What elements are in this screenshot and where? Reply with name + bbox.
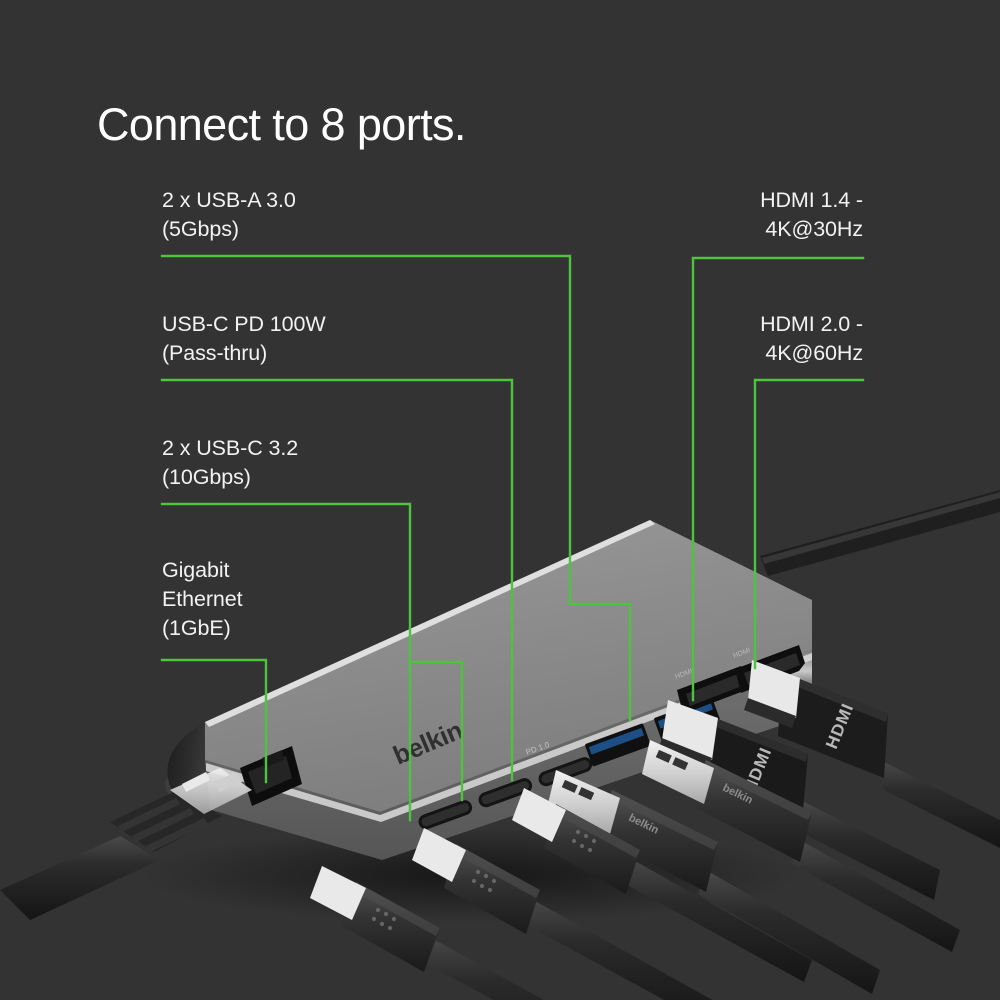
leader-hdmi-14 (691, 256, 865, 702)
leader-ethernet (160, 658, 268, 784)
leader-usb-c-pd (160, 378, 514, 782)
product-photo: belkin (0, 490, 1000, 1000)
callout-usb-a-detail: (5Gbps) (162, 217, 239, 241)
callout-usb-c-pd-detail: (Pass-thru) (162, 341, 268, 365)
callout-hdmi-20-detail: 4K@60Hz (765, 341, 863, 365)
leader-usb-c-b (408, 660, 464, 802)
callout-hdmi-20-title: HDMI 2.0 - (760, 312, 863, 336)
callout-usb-c-pd-title: USB-C PD 100W (162, 312, 326, 336)
leader-hdmi-20 (753, 378, 865, 670)
callout-hdmi-14-detail: 4K@30Hz (765, 217, 863, 241)
leader-usb-c-a (160, 502, 412, 822)
callout-ethernet-title: Gigabit (162, 558, 230, 582)
callout-ethernet-detail: Ethernet (1GbE) (162, 587, 243, 640)
callout-hdmi-14-title: HDMI 1.4 - (760, 188, 863, 212)
callout-usb-a-title: 2 x USB-A 3.0 (162, 188, 296, 212)
callout-usb-c-title: 2 x USB-C 3.2 (162, 436, 299, 460)
page-title: Connect to 8 ports. (97, 99, 466, 150)
callout-usb-c-detail: (10Gbps) (162, 465, 251, 489)
leader-usb-a (160, 254, 632, 722)
